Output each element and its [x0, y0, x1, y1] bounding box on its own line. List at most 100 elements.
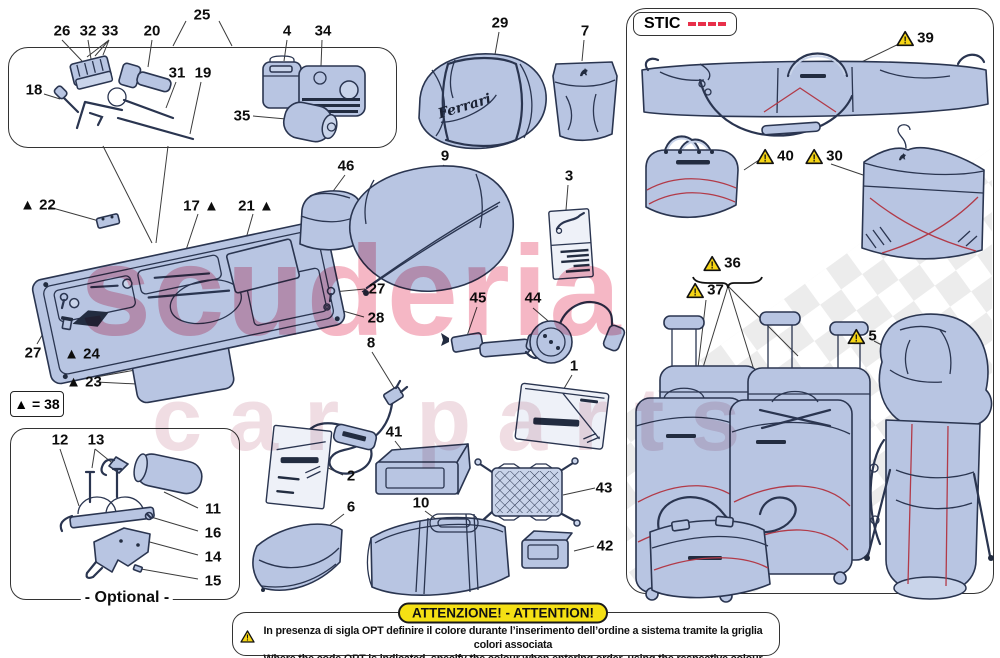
document-folder-illustration — [514, 382, 610, 450]
svg-text:!: ! — [693, 287, 696, 298]
stic-tag-label: STIC — [644, 15, 681, 32]
callout-40: ! 40 — [756, 148, 794, 165]
svg-text:!: ! — [763, 153, 766, 164]
svg-text:!: ! — [812, 153, 815, 164]
warning-icon: ! — [686, 282, 704, 298]
callout-4: 4 — [282, 22, 292, 40]
svg-text:!: ! — [855, 333, 858, 344]
svg-text:!: ! — [903, 35, 906, 46]
tool-bag-illustration — [366, 513, 510, 597]
bracket-36 — [692, 276, 763, 289]
callout-3: 3 — [564, 167, 574, 185]
fire-extinguisher-illustration — [133, 453, 203, 495]
callout-35: 35 — [233, 107, 251, 125]
fuse-puller-kit-illustration — [69, 55, 114, 90]
clamp-illustration — [59, 496, 155, 533]
callout-42: 42 — [596, 537, 614, 555]
callout-8: 8 — [366, 334, 376, 352]
callout-24: ▲ 24 — [64, 345, 100, 363]
callout-25: 25 — [189, 6, 215, 24]
callout-14: 14 — [204, 548, 222, 566]
callout-13: 13 — [87, 431, 105, 449]
svg-text:!: ! — [246, 634, 249, 643]
callout-29: 29 — [491, 14, 509, 32]
warning-icon: ! — [847, 328, 866, 344]
ferrari-horse-icon — [899, 153, 906, 161]
attention-box: ! In presenza di sigla OPT definire il c… — [232, 612, 780, 658]
stic-tag: STIC — [633, 12, 738, 36]
triangle-legend-label: ▲ = 38 — [14, 396, 60, 412]
luggage-net-illustration — [474, 457, 581, 527]
svg-text:!: ! — [710, 260, 713, 271]
callout-43: 43 — [595, 479, 613, 497]
callout-11: 11 — [205, 500, 221, 518]
warning-icon: ! — [240, 630, 255, 643]
ferrari-horse-icon — [580, 68, 588, 77]
callout-9: 9 — [440, 147, 450, 165]
tyre-compressor-illustration — [298, 65, 366, 117]
optional-caption: - Optional - — [80, 589, 174, 607]
stic-box-border — [626, 8, 994, 594]
callout-27-left: 27 — [24, 344, 42, 362]
warning-icon: ! — [756, 148, 774, 164]
callout-44: 44 — [524, 289, 542, 307]
sealant-bottle-illustration — [282, 101, 338, 143]
attention-title: ATTENZIONE! - ATTENTION! — [398, 602, 608, 624]
bracket-illustration — [85, 527, 151, 579]
callout-10: 10 — [412, 494, 430, 512]
attention-line-english: Where the code OPT is indicated, specify… — [257, 652, 769, 658]
inspection-lamp-illustration — [529, 300, 626, 364]
clamp-screws — [84, 467, 123, 504]
screwdriver-illustration — [53, 85, 80, 114]
callout-22: ▲ 22 — [20, 196, 56, 214]
callout-2: 2 — [346, 467, 356, 485]
handbag-illustration — [645, 135, 739, 219]
callout-1: 1 — [569, 357, 579, 375]
callout-5: ! 5 — [847, 328, 877, 345]
screw-16 — [144, 511, 154, 521]
wheel-wrench-illustration — [75, 87, 195, 141]
flashlight-illustration — [118, 62, 172, 93]
callout-27-right: 27 — [368, 280, 386, 298]
callout-16: 16 — [204, 524, 222, 542]
callout-21: 21 ▲ — [238, 197, 274, 215]
callout-7: 7 — [580, 22, 590, 40]
warning-icon: ! — [896, 30, 914, 46]
callout-28: 28 — [367, 309, 385, 327]
attention-line-italian: In presenza di sigla OPT definire il col… — [263, 625, 763, 651]
shoulder-bag-illustration — [649, 496, 797, 599]
callout-36: ! 36 — [703, 255, 741, 272]
warning-icon: ! — [703, 255, 721, 271]
owners-manual-illustration — [265, 424, 333, 510]
wedge-pouch-illustration — [252, 523, 343, 592]
callout-23: ▲ 23 — [66, 373, 102, 391]
toolkit-box-border — [8, 47, 397, 148]
battery-conditioner-illustration — [262, 55, 302, 109]
retainer-clip-illustration — [95, 213, 121, 229]
extinguisher-valve — [100, 456, 129, 477]
nut-28 — [323, 303, 331, 311]
car-cover-bag-illustration — [552, 61, 618, 142]
callout-6: 6 — [346, 498, 356, 516]
callout-20: 20 — [143, 22, 161, 40]
callout-33: 33 — [101, 22, 119, 40]
callout-45: 45 — [469, 289, 487, 307]
warning-icon: ! — [805, 148, 823, 164]
stic-red-dashes — [688, 22, 727, 26]
callout-18: 18 — [25, 81, 43, 99]
callout-26: 26 — [53, 22, 71, 40]
ski-bag-illustration — [641, 52, 989, 137]
duffel-bag-illustration: Ferrari — [418, 53, 547, 150]
small-pouch-illustration — [299, 190, 363, 251]
callout-31: 31 — [168, 64, 186, 82]
callout-41: 41 — [385, 423, 403, 441]
callout-34: 34 — [314, 22, 332, 40]
triangle-legend: ▲ = 38 — [10, 391, 64, 417]
callout-17: 17 ▲ — [183, 197, 219, 215]
callout-19: 19 — [194, 64, 212, 82]
accessory-box-illustration — [375, 443, 471, 495]
callout-12: 12 — [51, 431, 69, 449]
trolley-set-right-illustration — [729, 311, 871, 587]
screw-27-left — [59, 292, 69, 310]
